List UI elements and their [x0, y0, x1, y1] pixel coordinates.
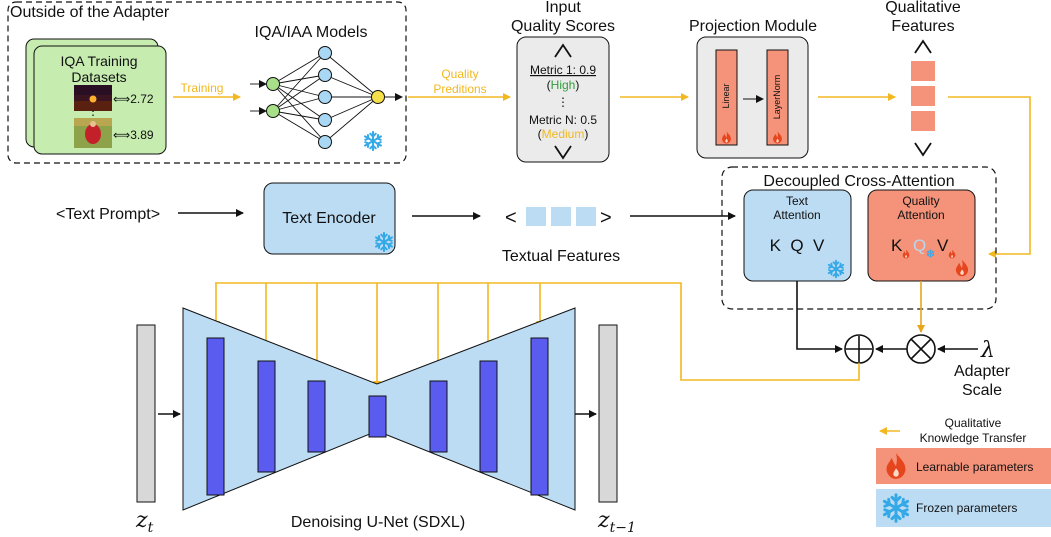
legend-transfer-line2: Knowledge Transfer [920, 431, 1027, 445]
layernorm-label: LayerNorm [772, 75, 782, 120]
quality-attention-line2: Attention [897, 208, 944, 222]
scores-title-line1: Input [545, 0, 581, 16]
add-operator-icon [844, 334, 874, 364]
quality-q: Q [913, 236, 926, 255]
textual-features-group: < > Textual Features [502, 207, 620, 265]
feature-token [911, 61, 935, 81]
outside-adapter-group: Outside of the Adapter IQA Training Data… [7, 1, 407, 164]
metric-n-level: (Medium) [538, 127, 589, 141]
unet-block [257, 360, 276, 473]
scores-box [516, 36, 610, 163]
cross-attention-title: Decoupled Cross-Attention [763, 173, 954, 190]
unet-block [479, 360, 498, 473]
models-title: IQA/IAA Models [255, 24, 368, 41]
multiply-operator-icon [906, 334, 936, 364]
unet-block [530, 337, 549, 496]
metric-1: Metric 1: 0.9 [530, 63, 596, 77]
latent-zt1-label: zt−1 [597, 508, 636, 536]
text-encoder-box [263, 182, 396, 255]
linear-label: Linear [721, 83, 731, 108]
text-attention-output-arrow [796, 281, 843, 353]
latent-zt1 [598, 324, 618, 503]
text-token [576, 207, 596, 226]
legend: Qualitative Knowledge Transfer Learnable… [876, 416, 1051, 527]
adapter-scale-line2: Scale [962, 382, 1002, 399]
predictions-label-line1: Quality [441, 67, 478, 81]
caret-up-icon [914, 39, 932, 54]
quality-v: V [937, 236, 949, 255]
metric-1-level-text: High [551, 78, 576, 92]
neural-network [250, 52, 403, 143]
feature-token [911, 111, 935, 131]
qualitative-title-line2: Features [891, 18, 954, 35]
predictions-label-line2: Preditions [433, 82, 486, 96]
quality-scores-group: Input Quality Scores Metric 1: 0.9 (High… [511, 0, 615, 163]
projection-group: Projection Module Linear LayerNorm [689, 18, 817, 159]
quality-k: K [891, 236, 903, 255]
text-token [551, 207, 571, 226]
nn-nodes [266, 46, 385, 149]
projection-box [696, 36, 809, 159]
linear-layer [715, 49, 738, 146]
text-encoder-label: Text Encoder [282, 210, 376, 227]
caret-down-icon [554, 145, 572, 160]
outside-adapter-title: Outside of the Adapter [10, 4, 170, 21]
text-prompt: <Text Prompt> [56, 206, 160, 223]
training-label: Training [181, 81, 224, 95]
text-token [526, 207, 546, 226]
unet-group: Denoising U-Net (SDXL) [182, 307, 576, 531]
qualitative-features-group: Qualitative Features [885, 0, 961, 157]
textual-features-label: Textual Features [502, 248, 620, 265]
angle-open: < [505, 207, 517, 229]
caret-up-icon [554, 43, 572, 58]
features-to-attention-arrow [948, 96, 1031, 258]
qualitative-title-line1: Qualitative [885, 0, 961, 16]
unet-block [307, 380, 326, 453]
metric-n: Metric N: 0.5 [529, 113, 597, 127]
legend-transfer-line1: Qualitative [945, 416, 1002, 430]
scores-title-line2: Quality Scores [511, 18, 615, 35]
legend-frozen-label: Frozen parameters [916, 501, 1017, 515]
dataset-score-1: ⟺2.72 [113, 92, 154, 106]
dataset-score-2: ⟺3.89 [113, 128, 154, 142]
latent-zt [136, 324, 156, 503]
attention-to-unet-path [215, 282, 860, 381]
adapter-scale-line1: Adapter [954, 363, 1011, 380]
dataset-image-sunset [74, 85, 112, 111]
caret-down-icon [914, 142, 932, 157]
dataset-title-line1: IQA Training [60, 53, 137, 69]
unet-block [368, 395, 387, 438]
text-attention-line2: Attention [773, 208, 820, 222]
legend-learnable-swatch [876, 448, 1051, 484]
snowflake-icon [364, 130, 382, 152]
text-attention-line1: Text [786, 194, 809, 208]
feature-token [911, 86, 935, 106]
quality-attention-line1: Quality [902, 194, 939, 208]
projection-title: Projection Module [689, 18, 817, 35]
lambda-symbol: λ [980, 338, 995, 363]
text-kqv: K Q V [770, 236, 825, 255]
unet-block [429, 380, 448, 453]
unet-block [206, 337, 225, 496]
metric-n-level-text: Medium [542, 127, 585, 141]
latent-zt-label: zt [135, 508, 154, 536]
angle-close: > [600, 207, 612, 229]
legend-learnable-label: Learnable parameters [916, 460, 1033, 474]
cross-attention-frame [721, 166, 997, 310]
layernorm-layer [766, 49, 789, 146]
cross-attention-group: Decoupled Cross-Attention Text Attention… [721, 166, 997, 310]
unet-label: Denoising U-Net (SDXL) [291, 514, 465, 531]
dataset-title-line2: Datasets [71, 69, 126, 85]
legend-frozen-swatch [876, 489, 1051, 527]
outside-adapter-frame [7, 1, 407, 164]
metric-1-level: (High) [547, 78, 580, 92]
metric-ellipsis: ⋮ [557, 95, 569, 109]
dataset-image-grass [74, 118, 112, 148]
